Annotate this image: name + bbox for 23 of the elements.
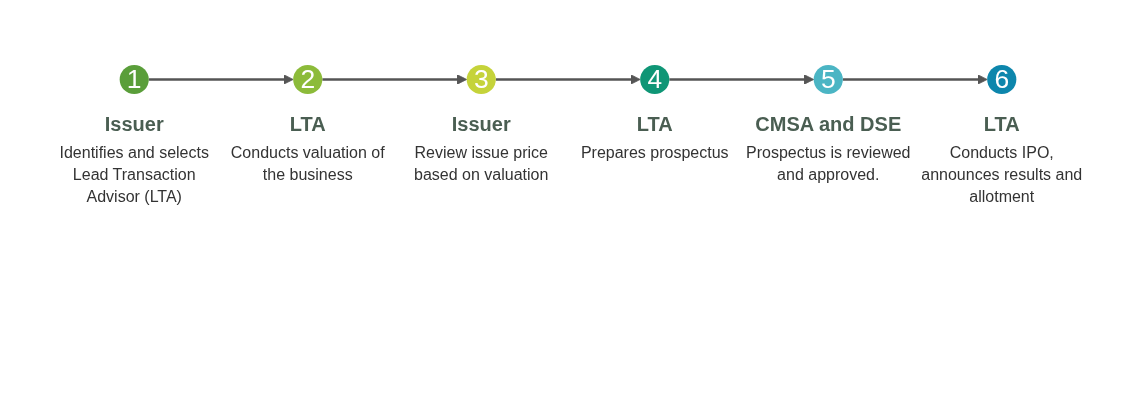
arrow xyxy=(148,74,294,85)
node-circle: 3 xyxy=(466,64,496,95)
step-description: Conducts IPO, announces results and allotment xyxy=(920,143,1084,207)
step-description: Prospectus is reviewed and approved. xyxy=(745,143,912,185)
step-description: Conducts valuation of the business xyxy=(229,143,386,185)
step-heading: LTA xyxy=(288,113,327,137)
step-description: Prepares prospectus xyxy=(579,143,730,164)
node-circle: 6 xyxy=(987,64,1017,95)
arrow xyxy=(322,74,468,85)
step-description: Identifies and selects Lead Transaction Advisor (LTA) xyxy=(58,143,210,207)
arrow xyxy=(495,74,641,85)
step-heading: Issuer xyxy=(450,113,512,137)
node-circle: 5 xyxy=(813,64,843,95)
step-heading: CMSA and DSE xyxy=(754,113,903,137)
arrow xyxy=(842,74,988,85)
step-description: Review issue price based on valuation xyxy=(413,143,550,185)
node-circle: 4 xyxy=(640,64,670,95)
step-heading: Issuer xyxy=(103,113,165,137)
step-heading: LTA xyxy=(982,113,1021,137)
node-circle: 1 xyxy=(119,64,149,95)
step-heading: LTA xyxy=(635,113,674,137)
arrow xyxy=(669,74,815,85)
node-circle: 2 xyxy=(293,64,323,95)
